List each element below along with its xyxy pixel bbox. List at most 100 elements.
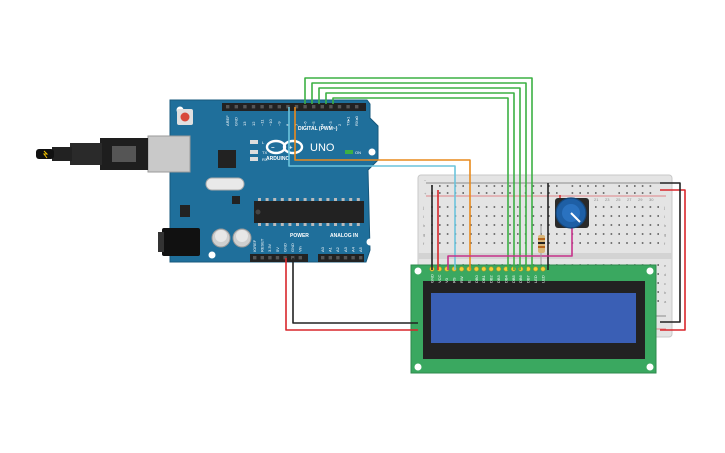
lcd-pin-label: DB4 (503, 274, 508, 283)
digital-pin-label: RX◂0 (354, 115, 359, 126)
arduino-logo: − + ARDUINO UNO (265, 139, 335, 162)
analog-pin-header[interactable] (318, 254, 364, 262)
digital-pin-label: 4 (320, 123, 325, 126)
wire-green-d4 (318, 87, 521, 270)
analog-pin-label: A2 (335, 246, 340, 252)
digital-pin-label: 2 (337, 123, 342, 126)
wires[interactable] (285, 77, 686, 331)
digital-pin-label: GND (234, 117, 239, 126)
wire-magenta (447, 225, 573, 270)
column-number: 30 (649, 197, 654, 202)
mounting-hole (366, 238, 374, 246)
rail-minus-label: − (424, 178, 427, 183)
power-pin-label: IOREF (252, 239, 257, 252)
digital-pin-label: ~3 (328, 121, 333, 126)
lcd-pin-label: VCC (437, 274, 442, 283)
lcd-pin-label: DB6 (518, 274, 523, 283)
power-pin-label: 5V (275, 247, 280, 252)
mounting-hole (646, 363, 654, 371)
power-pin-label: RESET (260, 238, 265, 252)
digital-pin-label: 7 (294, 123, 299, 126)
status-leds: L TX RX ON (250, 140, 361, 162)
rail-plus-label: + (424, 191, 427, 196)
analog-label: ANALOG IN (330, 233, 358, 239)
lcd-pin-label: GND (429, 274, 434, 283)
reset-button-icon[interactable] (177, 109, 193, 125)
lcd-pin[interactable] (488, 266, 494, 272)
regulator (180, 205, 190, 217)
row-letter: i (664, 214, 665, 219)
resistor-icon[interactable] (538, 226, 545, 264)
lcd-pin-label: DB7 (526, 274, 531, 283)
power-pin-label: Vin (298, 246, 303, 252)
lcd-pin[interactable] (540, 266, 546, 272)
digital-pin-label: 12 (251, 121, 256, 126)
lcd-pin-label: DB1 (481, 274, 486, 283)
lcd-pin-label: LED (540, 275, 545, 283)
mounting-hole (646, 267, 654, 275)
led-label-l: L (262, 140, 265, 145)
analog-pin-label: A0 (320, 246, 325, 252)
lcd-pin-label: DB2 (489, 274, 494, 283)
wire-red-5v (285, 258, 418, 331)
column-number: 21 (594, 197, 599, 202)
lcd-pin[interactable] (481, 266, 487, 272)
led-label-tx: TX (262, 150, 267, 155)
digital-pin-label: ~10 (268, 118, 273, 126)
power-label: POWER (290, 233, 309, 239)
analog-pin-label: A5 (358, 246, 363, 252)
digital-pin-label: ~5 (311, 121, 316, 126)
lcd-pin[interactable] (496, 266, 502, 272)
mounting-hole (414, 267, 422, 275)
digital-pin-label: ~11 (259, 119, 264, 126)
power-pin-label: 3.3V (267, 243, 272, 252)
digital-pin-label: AREF (225, 115, 230, 126)
lcd-pin-label: RW (459, 276, 464, 283)
wire-red-right (660, 189, 686, 331)
atmega-chip (254, 198, 364, 226)
small-chip (232, 196, 240, 204)
lcd-pin-label: DB5 (511, 274, 516, 283)
row-letter: e (664, 263, 667, 268)
svg-text:−: − (271, 146, 275, 152)
crystal (205, 177, 245, 191)
svg-text:+: + (289, 146, 293, 152)
mounting-hole (208, 251, 216, 259)
column-number: 25 (616, 197, 621, 202)
row-letter: j (422, 205, 424, 210)
wire-cyan (288, 107, 456, 270)
lcd-pin[interactable] (473, 266, 479, 272)
wire-green-d6 (332, 97, 509, 270)
brand-label: ARDUINO (266, 156, 289, 162)
row-letter: g (423, 232, 425, 237)
mounting-hole (368, 148, 376, 156)
analog-pin-label: A1 (328, 246, 333, 252)
power-pin-header[interactable] (250, 254, 308, 262)
digital-pin-label: ~9 (277, 121, 282, 126)
lcd-pin-label: V0 (444, 277, 449, 283)
potentiometer-icon[interactable] (555, 197, 589, 229)
lcd-pin-label: E (466, 280, 471, 283)
on-label: ON (355, 150, 361, 155)
row-letter: i (423, 214, 424, 219)
digital-pin-label: 13 (242, 121, 247, 126)
usb-cable-icon (36, 135, 191, 173)
digital-pin-header[interactable] (222, 103, 366, 111)
column-number: 23 (605, 197, 610, 202)
row-letter: c (664, 281, 666, 286)
wire-black-gnd (292, 258, 418, 324)
digital-header-label: DIGITAL (PWM~) (298, 126, 338, 132)
lcd-screen (431, 293, 636, 343)
lcd-pin[interactable] (533, 266, 539, 272)
analog-pin-label: A3 (343, 246, 348, 252)
row-letter: f (423, 241, 425, 246)
usb-chip (218, 150, 236, 168)
analog-pin-label: A4 (350, 246, 355, 252)
lcd-pin[interactable] (459, 266, 465, 272)
row-letter: h (423, 223, 425, 228)
